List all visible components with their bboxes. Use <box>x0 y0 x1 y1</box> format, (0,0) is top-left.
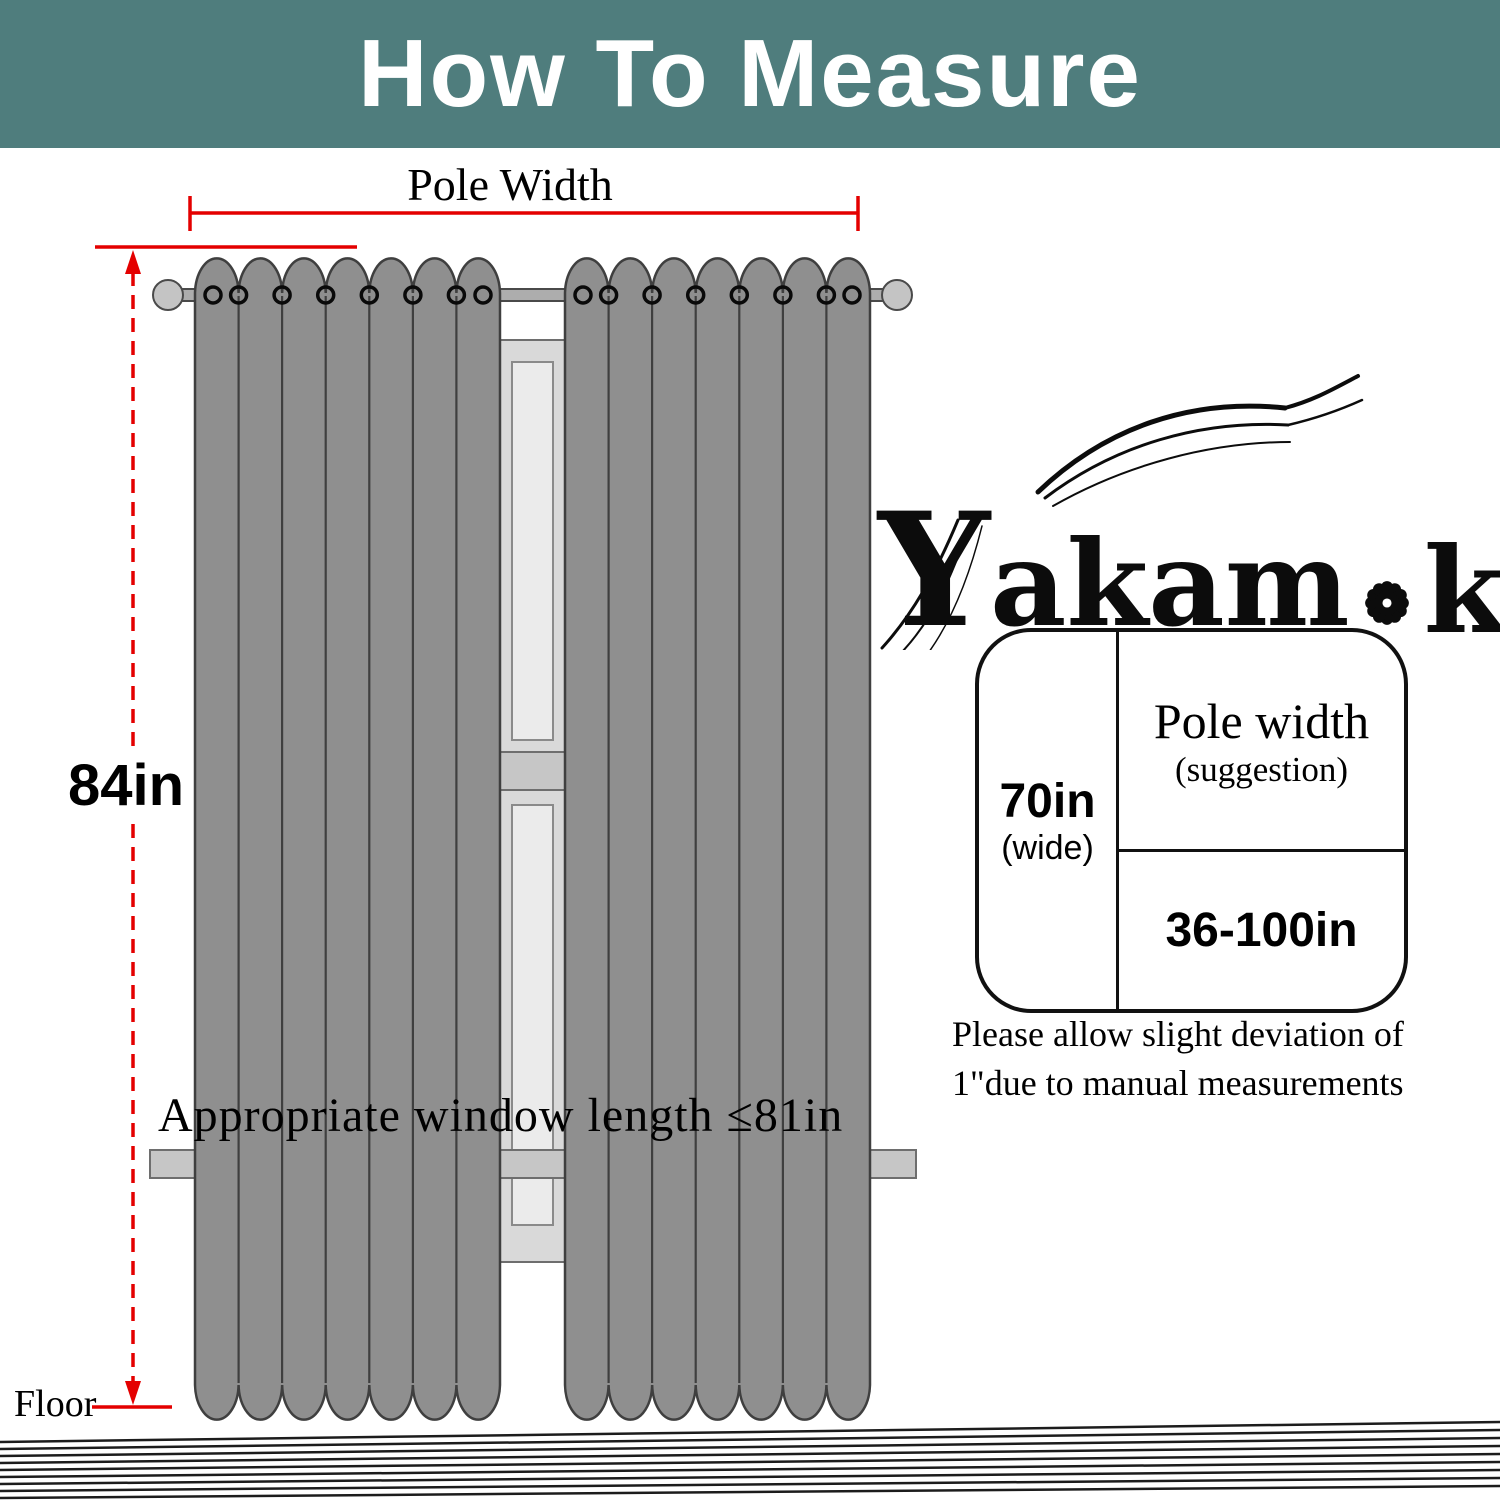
height-label: 84in <box>62 752 191 819</box>
disclaimer-line2: 1"due to manual measurements <box>952 1062 1404 1103</box>
spec-range-value: 36-100in <box>1165 904 1358 957</box>
spec-width-note: (wide) <box>1001 828 1094 867</box>
floor-label: Floor <box>14 1383 97 1425</box>
logo-text: Yakam k <box>878 493 1500 650</box>
right-curtain-panel <box>563 257 872 1421</box>
header-banner: How To Measure <box>0 0 1500 148</box>
height-measure-line <box>92 245 357 1409</box>
left-curtain-panel <box>193 257 502 1421</box>
disclaimer-line1: Please allow slight deviation of <box>952 1014 1404 1054</box>
rod-finial-right <box>881 279 913 311</box>
disclaimer: Please allow slight deviation of 1"due t… <box>952 1010 1452 1107</box>
right-curtain-folds <box>607 296 828 1383</box>
left-grommet-rings <box>203 285 493 305</box>
spec-cell-range: 36-100in <box>1119 852 1404 1009</box>
brand-logo: Yakam k <box>870 370 1500 650</box>
right-grommet-rings <box>573 285 862 305</box>
curtain-diagram <box>92 196 917 1421</box>
pole-width-label: Pole Width <box>407 159 613 210</box>
arrow-down-icon <box>125 1381 141 1405</box>
spec-table: 70in (wide) Pole width (suggestion) 36-1… <box>975 628 1408 1013</box>
logo-flourish-icon <box>880 374 1364 650</box>
logo-text-part2: k <box>1423 521 1500 660</box>
logo-text-part1: Yakam <box>878 479 1350 664</box>
spec-cell-pole-width: Pole width (suggestion) <box>1119 632 1404 849</box>
spec-cell-width: 70in (wide) <box>979 632 1116 1009</box>
pole-width-measure-line <box>188 196 860 231</box>
logo-flower-icon <box>1364 581 1409 625</box>
left-curtain-folds <box>237 296 458 1383</box>
window-length-label: Appropriate window length ≤81in <box>158 1089 844 1142</box>
rod-finial-left <box>152 279 184 311</box>
spec-width-value: 70in <box>999 774 1096 828</box>
window-frame <box>498 339 567 1263</box>
spec-pole-width-note: (suggestion) <box>1174 749 1349 789</box>
spec-table-vertical-divider <box>1116 632 1119 1009</box>
arrow-up-icon <box>125 250 141 274</box>
spec-table-horizontal-divider <box>1119 849 1404 852</box>
floor-hatching <box>0 1420 1500 1500</box>
spec-pole-width-title: Pole width <box>1153 692 1370 749</box>
page-title: How To Measure <box>358 20 1142 127</box>
